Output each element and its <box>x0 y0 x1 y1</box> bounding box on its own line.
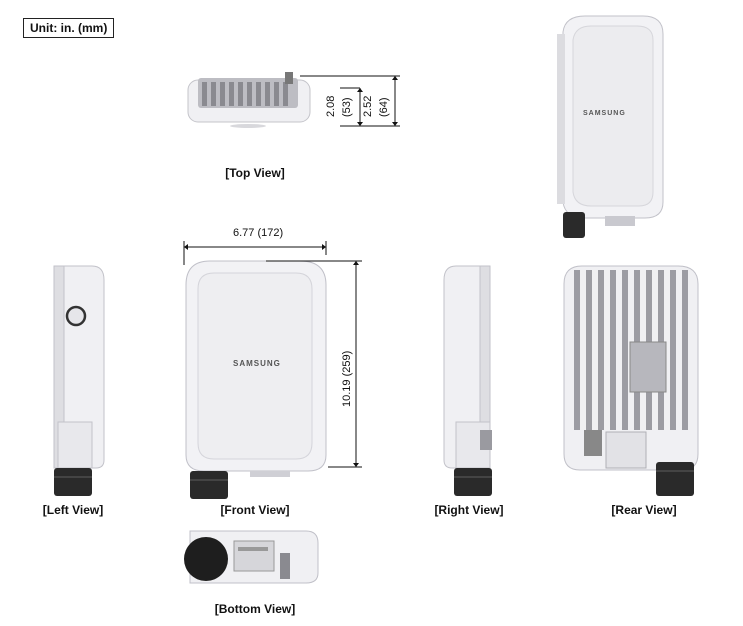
front-brand-logo: SAMSUNG <box>233 359 281 368</box>
caption-front-view: [Front View] <box>220 503 290 517</box>
left-view-drawing <box>53 265 105 496</box>
bottom-view-drawing <box>184 530 319 584</box>
front-view-dimension-lines <box>183 241 362 468</box>
top-view-dimension-lines <box>300 75 400 127</box>
unit-label: Unit: in. (mm) <box>23 18 115 38</box>
rear-view-drawing <box>563 265 699 496</box>
perspective-brand-logo: SAMSUNG <box>583 110 626 117</box>
front-view-drawing <box>185 260 327 499</box>
dim-height-b-mm: (64) <box>378 97 390 117</box>
caption-bottom-view: [Bottom View] <box>214 602 296 616</box>
right-view-drawing <box>443 265 492 496</box>
caption-top-view: [Top View] <box>225 166 285 180</box>
perspective-view-drawing <box>557 15 664 238</box>
dim-height-a-in: 2.08 <box>325 95 337 117</box>
dim-length: 10.19 (259) <box>341 350 353 407</box>
caption-right-view: [Right View] <box>434 503 504 517</box>
top-view-drawing <box>187 72 311 128</box>
dim-height-a-mm: (53) <box>341 97 353 117</box>
dim-width: 6.77 (172) <box>233 227 284 239</box>
dim-height-b-in: 2.52 <box>362 95 374 117</box>
caption-left-view: [Left View] <box>42 503 104 517</box>
caption-rear-view: [Rear View] <box>611 503 677 517</box>
